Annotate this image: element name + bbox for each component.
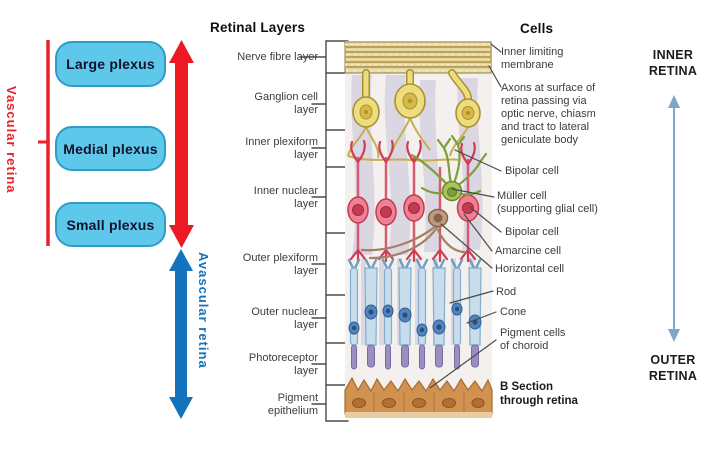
cells-title: Cells — [520, 21, 554, 36]
retina-section-illustration — [344, 41, 493, 418]
layer-label-outer-plexiform: Outer plexiform layer — [242, 252, 318, 277]
small-plexus-box: Small plexus — [55, 202, 166, 247]
inner-retina-label: INNER RETINA — [648, 48, 698, 78]
medial-plexus-label: Medial plexus — [63, 140, 158, 157]
vascular-retina-label: Vascular retina — [4, 86, 19, 194]
muller-cell-figure — [410, 134, 488, 202]
vascular-extent-arrow-icon — [169, 40, 194, 248]
large-plexus-box: Large plexus — [55, 41, 166, 87]
layer-label-ganglion-cell: Ganglion cell layer — [254, 91, 318, 116]
cell-label-axons: Axons at surface of retina passing via o… — [501, 82, 596, 146]
cell-label-cone: Cone — [500, 306, 527, 318]
pigment-epithelium-band — [344, 376, 493, 418]
layer-label-outer-nuclear: Outer nuclear layer — [251, 306, 318, 331]
inner-outer-retina-arrow-icon — [668, 95, 680, 342]
horizontal-cell-figure — [360, 208, 467, 260]
vascular-bracket — [38, 40, 50, 246]
retinal-layers-title: Retinal Layers — [210, 20, 306, 35]
leader-lines — [429, 43, 502, 389]
cell-label-inner-limiting-membrane: Inner limiting membrane — [501, 46, 564, 71]
layer-label-nerve-fibre: Nerve fibre layer — [237, 51, 318, 63]
avascular-retina-label: Avascular retina — [196, 252, 211, 369]
small-plexus-label: Small plexus — [66, 216, 155, 233]
layer-label-pigment-epithelium: Pigment epithelium — [267, 392, 318, 417]
section-caption: B Section through retina — [500, 381, 578, 407]
ganglion-cells — [347, 69, 481, 162]
bipolar-cells — [347, 139, 480, 263]
nerve-fibre-band — [344, 41, 492, 74]
cell-label-rod: Rod — [496, 286, 517, 298]
rods-and-cones — [347, 258, 482, 370]
avascular-extent-arrow-icon — [169, 249, 193, 419]
cell-label-pigment-cells: Pigment cells of choroid — [500, 327, 566, 352]
cell-label-bipolar-cell-1: Bipolar cell — [505, 165, 559, 177]
layer-label-photoreceptor: Photoreceptor layer — [248, 352, 318, 377]
large-plexus-label: Large plexus — [66, 56, 155, 72]
outer-retina-label: OUTER RETINA — [648, 353, 698, 383]
cell-label-horizontal-cell: Horizontal cell — [495, 263, 565, 275]
layer-bracket — [299, 40, 349, 422]
cell-label-bipolar-cell-2: Bipolar cell — [505, 226, 559, 238]
cell-label-amarcine-cell: Amarcine cell — [495, 245, 562, 257]
layer-label-inner-nuclear: Inner nuclear layer — [253, 185, 318, 210]
layer-label-inner-plexiform: Inner plexiform layer — [245, 136, 318, 161]
cell-label-muller-cell: Müller cell (supporting glial cell) — [497, 190, 598, 215]
medial-plexus-box: Medial plexus — [55, 126, 166, 171]
